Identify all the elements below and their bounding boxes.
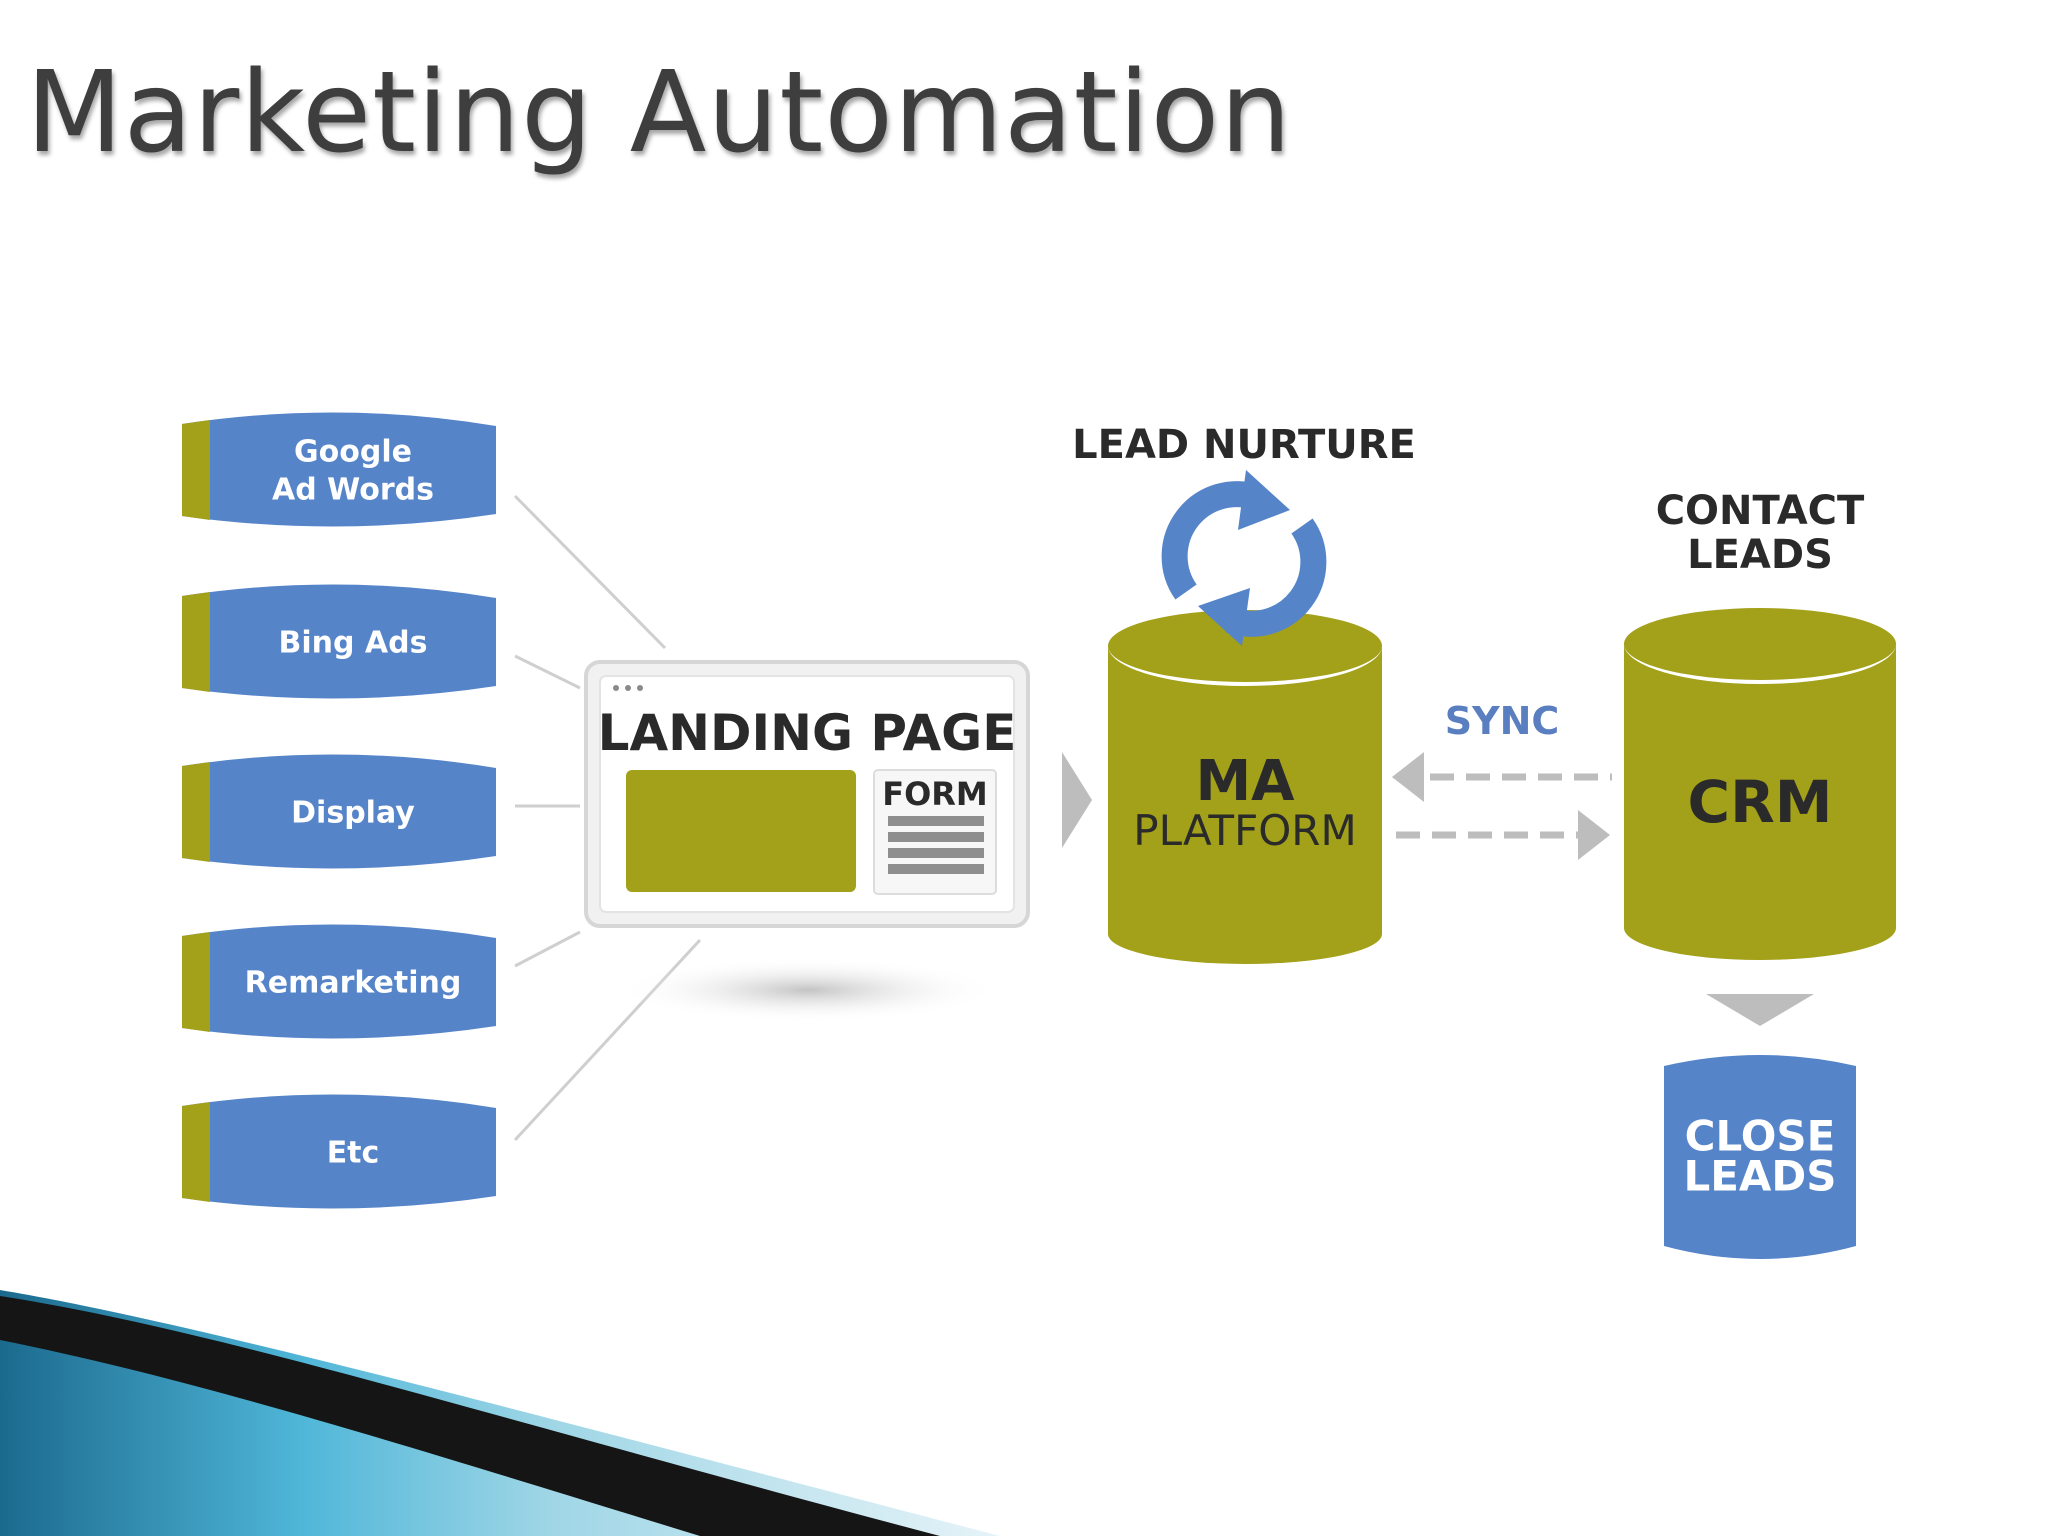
landing-page: LANDING PAGE FORM: [584, 660, 1030, 928]
source-label-line-1: Google: [294, 435, 412, 470]
ma-platform-cylinder: MA PLATFORM: [1108, 606, 1382, 964]
arrow-down-icon: [1706, 994, 1814, 1026]
landing-page-image: [626, 770, 856, 892]
contact-leads-line-2: LEADS: [1687, 532, 1833, 578]
window-dots-icon: [613, 685, 643, 691]
form-label: FORM: [882, 775, 988, 813]
lead-nurture-label: LEAD NURTURE: [1072, 422, 1416, 468]
form-fields: [888, 816, 984, 874]
crm-cylinder: CRM: [1624, 604, 1896, 960]
refresh-cycle-icon: [1161, 470, 1327, 646]
source-item: Bing Ads: [182, 584, 496, 699]
close-leads-line-2: LEADS: [1683, 1152, 1836, 1201]
ma-label: MA: [1195, 749, 1295, 814]
crm-label: CRM: [1688, 768, 1833, 836]
slide-title: Marketing Automation: [26, 48, 1293, 178]
form-box: FORM: [873, 769, 997, 895]
close-leads-line-1: CLOSE: [1685, 1112, 1836, 1161]
source-label-line-1: Bing Ads: [279, 626, 428, 661]
landing-page-shadow: [618, 958, 998, 1022]
platform-label: PLATFORM: [1133, 806, 1356, 855]
corner-swoosh: [0, 1290, 1000, 1536]
source-item: Etc: [182, 1094, 496, 1209]
source-label-line-2: Ad Words: [272, 473, 434, 508]
source-label-line-1: Display: [291, 796, 415, 831]
arrow-right-icon: [1062, 752, 1092, 848]
sync-arrows: [1392, 752, 1612, 860]
source-label-line-1: Etc: [327, 1136, 380, 1171]
landing-page-heading: LANDING PAGE: [598, 704, 1017, 762]
contact-leads-line-1: CONTACT: [1656, 488, 1865, 534]
arrow-right-sync-icon: [1578, 810, 1610, 860]
source-item: Display: [182, 754, 496, 869]
source-item: Remarketing: [182, 924, 496, 1039]
source-label-line-1: Remarketing: [245, 966, 462, 1001]
sync-label: SYNC: [1445, 699, 1560, 743]
